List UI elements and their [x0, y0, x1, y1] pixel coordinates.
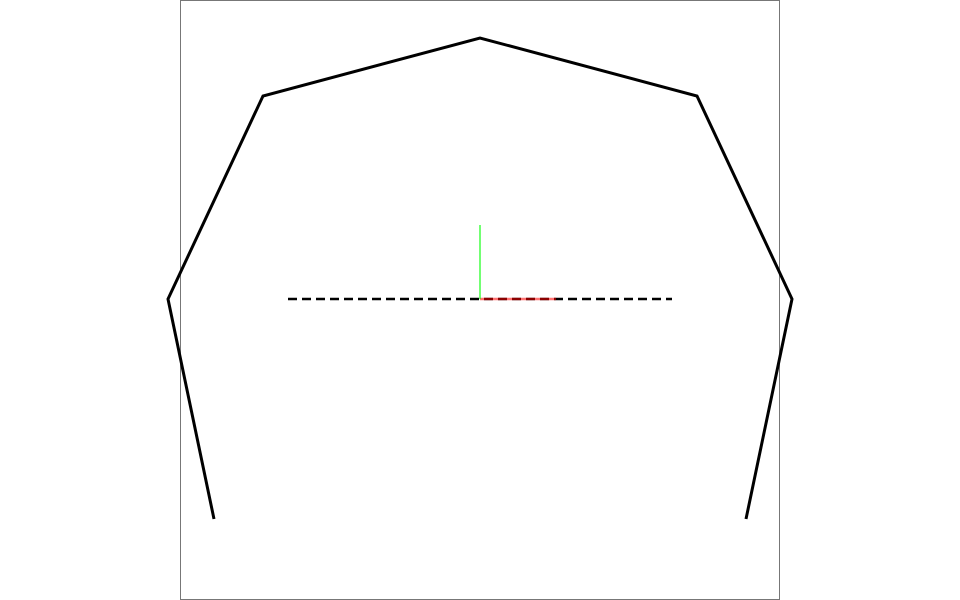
polyline-shape	[166, 36, 794, 520]
